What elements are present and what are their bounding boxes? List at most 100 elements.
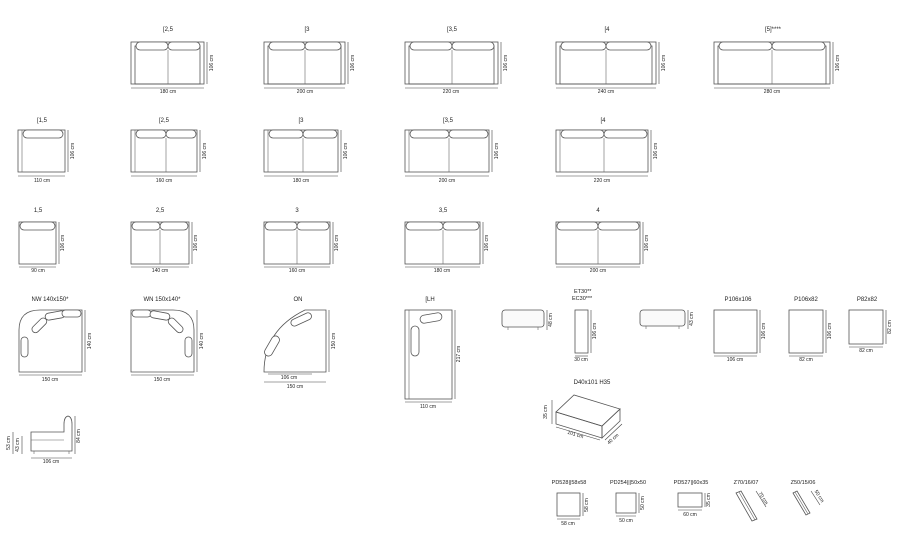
- pouf-side-view: 43 cm: [639, 309, 695, 329]
- back-cushion: [61, 309, 82, 318]
- back-cushion: [264, 221, 298, 231]
- height-dimension: 106 cm: [494, 143, 500, 159]
- width-dimension: 82 cm: [859, 348, 873, 354]
- sofa-5-two-arms: [5]**** 280 cm 106 cm: [713, 27, 841, 95]
- back-cushion: [451, 41, 495, 51]
- sofa-side-view: 53 cm 43 cm 84 cm 106 cm: [6, 415, 82, 465]
- height-dimension: 50 cm: [640, 496, 646, 510]
- height-dimension: 106 cm: [334, 235, 340, 251]
- width-dimension: 160 cm: [289, 268, 305, 274]
- back-cushion: [556, 221, 599, 231]
- sofa-2-5-two-arms: [2,5 180 cm 106 cm: [130, 27, 215, 95]
- model-label: P106x106: [724, 297, 752, 303]
- model-label: P82x82: [857, 297, 878, 303]
- width-dimension: 200 cm: [590, 268, 606, 274]
- accessory-z50: Z50/15/06 50 cm: [791, 480, 825, 516]
- sofa-3-two-arms: [3 200 cm 106 cm: [263, 27, 356, 95]
- pouf-outline: [788, 309, 824, 354]
- sofa-3-5-two-arms: [3,5 220 cm 106 cm: [404, 27, 509, 95]
- model-label: WN 150x140*: [143, 297, 181, 303]
- height-dimension-line: [810, 490, 821, 506]
- sofa-3-5-left-arm: [3,5 200 cm 106 cm: [404, 118, 500, 184]
- sofa-4-armless: 4 200 cm 106 cm: [555, 208, 650, 274]
- pouf-outline: [713, 309, 758, 354]
- accessory-outline: [735, 490, 758, 522]
- model-label: [3,5: [443, 118, 454, 124]
- width-dimension: 110 cm: [420, 404, 436, 410]
- back-cushion: [603, 129, 648, 139]
- model-label: 2,5: [156, 208, 165, 214]
- chaise-outline: [404, 309, 453, 400]
- sofa-3-5-armless: 3,5 180 cm 106 cm: [404, 208, 490, 274]
- height-dimension: 106 cm: [60, 235, 66, 251]
- seat: [134, 45, 201, 85]
- back-cushion: [409, 41, 453, 51]
- model-label: EC30***: [572, 296, 593, 302]
- height-dimension: 106 cm: [503, 55, 509, 71]
- height-dimension: 106 cm: [193, 235, 199, 251]
- width-dimension: 160 cm: [156, 178, 172, 184]
- table-side: [601, 408, 621, 439]
- height-dimension: 140 cm: [199, 333, 205, 349]
- back-cushion: [19, 221, 56, 231]
- model-label: [4: [604, 27, 610, 33]
- model-label: PD254|||50x50: [610, 480, 646, 486]
- back-cushion: [20, 336, 29, 358]
- accessory-z70: Z70/16/07 70 cm: [734, 480, 769, 522]
- back-cushion: [290, 312, 312, 327]
- width-dimension: 220 cm: [594, 178, 610, 184]
- back-cushion: [135, 41, 169, 51]
- back-cushion: [165, 129, 197, 139]
- height-dimension: 106 cm: [827, 323, 833, 339]
- model-label: 3: [295, 208, 299, 214]
- height-dimension: 106 cm: [592, 323, 598, 339]
- height-dimension: 217 cm: [456, 346, 462, 362]
- back-cushion: [560, 129, 605, 139]
- back-cushion: [167, 41, 201, 51]
- height-dimension: 106 cm: [350, 55, 356, 71]
- back-cushion: [405, 221, 444, 231]
- width-dimension: 180 cm: [160, 89, 176, 95]
- back-cushion: [560, 41, 607, 51]
- model-label: PD528||58x58: [552, 480, 587, 486]
- back-cushion: [296, 221, 330, 231]
- model-label: [LH: [425, 297, 434, 303]
- back-cushion: [22, 129, 64, 139]
- back-cushion: [304, 41, 342, 51]
- back-cushion: [268, 41, 306, 51]
- model-label: [3,5: [447, 27, 458, 33]
- height-dimension: 150 cm: [331, 333, 337, 349]
- side-table-pd254: PD254|||50x50 50 cm 50 cm: [610, 480, 646, 524]
- table-outline: [615, 492, 637, 514]
- accessory-outline: [792, 490, 811, 516]
- element-et30-ec30: ET30** EC30*** 30 cm 106 cm: [572, 289, 598, 363]
- sofa-outline: [130, 129, 198, 173]
- height-dimension: 43 cm: [689, 312, 695, 326]
- model-label: P106x82: [794, 297, 818, 303]
- height-dimension: 106 cm: [484, 235, 490, 251]
- height-dimension: 140 cm: [87, 333, 93, 349]
- model-label: [3: [304, 27, 310, 33]
- height-dimension-line: [755, 490, 767, 508]
- back-cushion: [264, 335, 280, 357]
- sofa-outline: [555, 129, 649, 173]
- corner-outline: [263, 309, 327, 373]
- back-cushion: [131, 309, 152, 318]
- back-cushion: [410, 325, 420, 357]
- width-dimension: 150 cm: [154, 377, 170, 383]
- height-dimension: 82 cm: [887, 320, 893, 334]
- back-cushion: [448, 129, 489, 139]
- bench-body: [501, 309, 545, 328]
- depth-dimension-line: [604, 423, 623, 441]
- width-dimension: 58 cm: [561, 521, 575, 527]
- back-height-dimension: 53 cm: [6, 436, 12, 450]
- table-d40x101: D40x101 H35 35 cm 101 cm 40 cm: [543, 380, 623, 446]
- pouf-body: [639, 309, 686, 327]
- width-dimension: 110 cm: [34, 178, 50, 184]
- back-cushion: [605, 41, 652, 51]
- model-label: [2,5: [163, 27, 174, 33]
- sofa-2-5-armless: 2,5 140 cm 106 cm: [130, 208, 199, 274]
- model-label: NW 140x150*: [31, 297, 69, 303]
- side-profile: [30, 415, 73, 452]
